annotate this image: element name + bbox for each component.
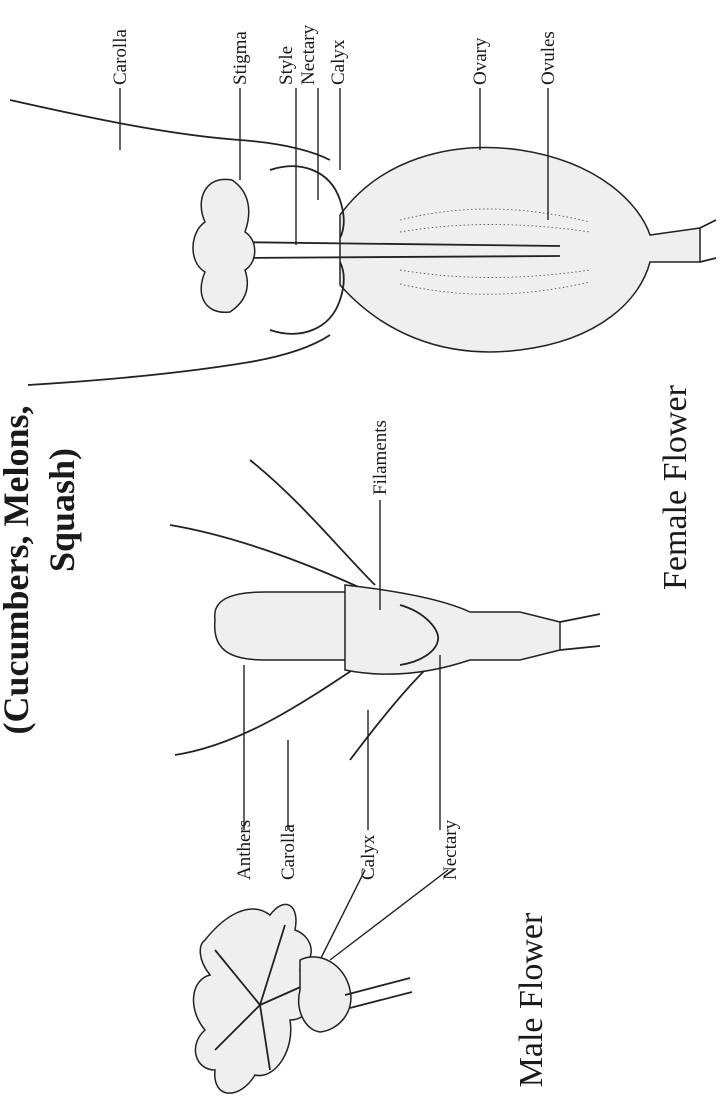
- male-label-anthers: Anthers: [234, 820, 255, 880]
- male-calyx-lower: [350, 670, 425, 760]
- ovary-shape: [340, 148, 700, 352]
- anther-column: [215, 592, 357, 660]
- female-label-style: Style: [276, 46, 297, 85]
- female-corolla-lower: [28, 335, 330, 385]
- female-flower-drawing: [10, 100, 716, 385]
- male-label-filaments: Filaments: [370, 420, 391, 495]
- female-stem: [700, 220, 716, 262]
- male-flower-drawing: [170, 460, 600, 760]
- female-labels: Carolla Stigma Style Nectary Calyx Ovary…: [110, 24, 559, 85]
- male-flower-petals: [194, 904, 313, 1093]
- male-flower-stalk: [345, 978, 412, 1008]
- heading: (Cucumbers, Melons, Squash): [0, 406, 82, 735]
- female-label-carolla: Carolla: [110, 29, 131, 85]
- female-calyx-lower: [270, 262, 344, 334]
- male-corolla-upper-2: [250, 460, 375, 585]
- female-label-nectary: Nectary: [298, 24, 319, 85]
- male-flower-calyx-sketch: [299, 957, 351, 1032]
- male-label-nectary: Nectary: [440, 819, 461, 880]
- heading-line-1: (Cucumbers, Melons,: [0, 406, 36, 735]
- male-flower-title: Male Flower: [513, 912, 550, 1087]
- male-corolla-lower: [175, 665, 360, 755]
- male-stem: [560, 614, 600, 650]
- male-label-calyx: Calyx: [358, 834, 379, 880]
- female-flower-title: Female Flower: [657, 384, 694, 590]
- male-flower-sketch: [194, 904, 412, 1093]
- stigma-lobes: [193, 179, 255, 312]
- female-label-calyx: Calyx: [328, 39, 349, 85]
- female-label-stigma: Stigma: [230, 31, 251, 85]
- female-corolla-upper: [10, 100, 330, 160]
- male-label-carolla: Carolla: [278, 824, 299, 880]
- male-receptacle: [345, 585, 560, 674]
- male-corolla-upper: [170, 525, 365, 590]
- female-label-ovules: Ovules: [538, 31, 559, 85]
- female-calyx-upper: [270, 166, 344, 238]
- heading-line-2: Squash): [42, 448, 82, 572]
- male-leaders: [244, 500, 448, 960]
- female-label-ovary: Ovary: [470, 37, 491, 85]
